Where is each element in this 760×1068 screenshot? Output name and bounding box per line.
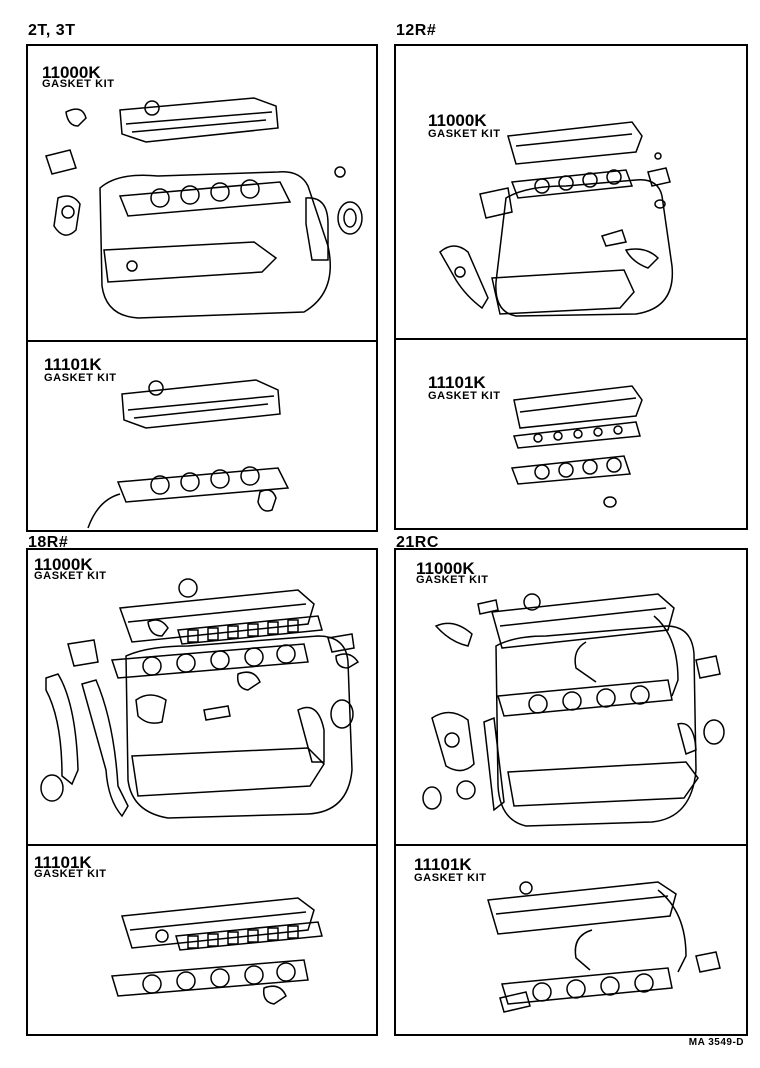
engine-full-kit-drawing: [28, 550, 376, 844]
panel-head-kit: 11101K GASKET KIT: [28, 844, 376, 1034]
kit-name: GASKET KIT: [414, 872, 487, 884]
kit-name: GASKET KIT: [44, 372, 117, 384]
engine-label-21rc: 21RC: [396, 534, 439, 551]
kit-part-number: 11000K: [416, 559, 475, 578]
section-21rc: 11000K GASKET KIT 11101K GASKET KIT: [394, 548, 748, 1036]
engine-full-kit-drawing: [396, 550, 746, 844]
engine-full-kit-drawing: [396, 46, 746, 338]
kit-name: GASKET KIT: [42, 78, 115, 90]
kit-name: GASKET KIT: [416, 574, 489, 586]
engine-label-2t-3t: 2T, 3T: [28, 22, 76, 39]
section-2t-3t: 11000K GASKET KIT 11101K GASKET KIT: [26, 44, 378, 532]
kit-part-number: 11101K: [34, 853, 92, 872]
panel-head-kit: 11101K GASKET KIT: [28, 340, 376, 530]
kit-part-number: 11101K: [44, 355, 102, 374]
panel-full-kit: 11000K GASKET KIT: [28, 550, 376, 844]
engine-full-kit-drawing: [28, 46, 376, 340]
kit-part-number: 11000K: [42, 63, 101, 82]
panel-head-kit: 11101K GASKET KIT: [396, 338, 746, 528]
section-12r: 11000K GASKET KIT 11101K GASKET KIT: [394, 44, 748, 530]
kit-name: GASKET KIT: [34, 868, 107, 880]
engine-head-kit-drawing: [28, 846, 376, 1034]
panel-full-kit: 11000K GASKET KIT: [28, 46, 376, 340]
kit-part-number: 11000K: [34, 555, 93, 574]
kit-part-number: 11000K: [428, 111, 487, 130]
reference-code: MA 3549-D: [688, 1037, 744, 1048]
engine-head-kit-drawing: [396, 340, 746, 528]
section-18r: 11000K GASKET KIT 11101K GASKET KIT: [26, 548, 378, 1036]
engine-label-18r: 18R#: [28, 534, 69, 551]
engine-label-12r: 12R#: [396, 22, 437, 39]
kit-name: GASKET KIT: [428, 128, 501, 140]
kit-part-number: 11101K: [414, 855, 472, 874]
panel-head-kit: 11101K GASKET KIT: [396, 844, 746, 1034]
panel-full-kit: 11000K GASKET KIT: [396, 46, 746, 338]
kit-name: GASKET KIT: [428, 390, 501, 402]
panel-full-kit: 11000K GASKET KIT: [396, 550, 746, 844]
engine-head-kit-drawing: [28, 342, 376, 530]
engine-head-kit-drawing: [396, 846, 746, 1034]
kit-name: GASKET KIT: [34, 570, 107, 582]
kit-part-number: 11101K: [428, 373, 486, 392]
